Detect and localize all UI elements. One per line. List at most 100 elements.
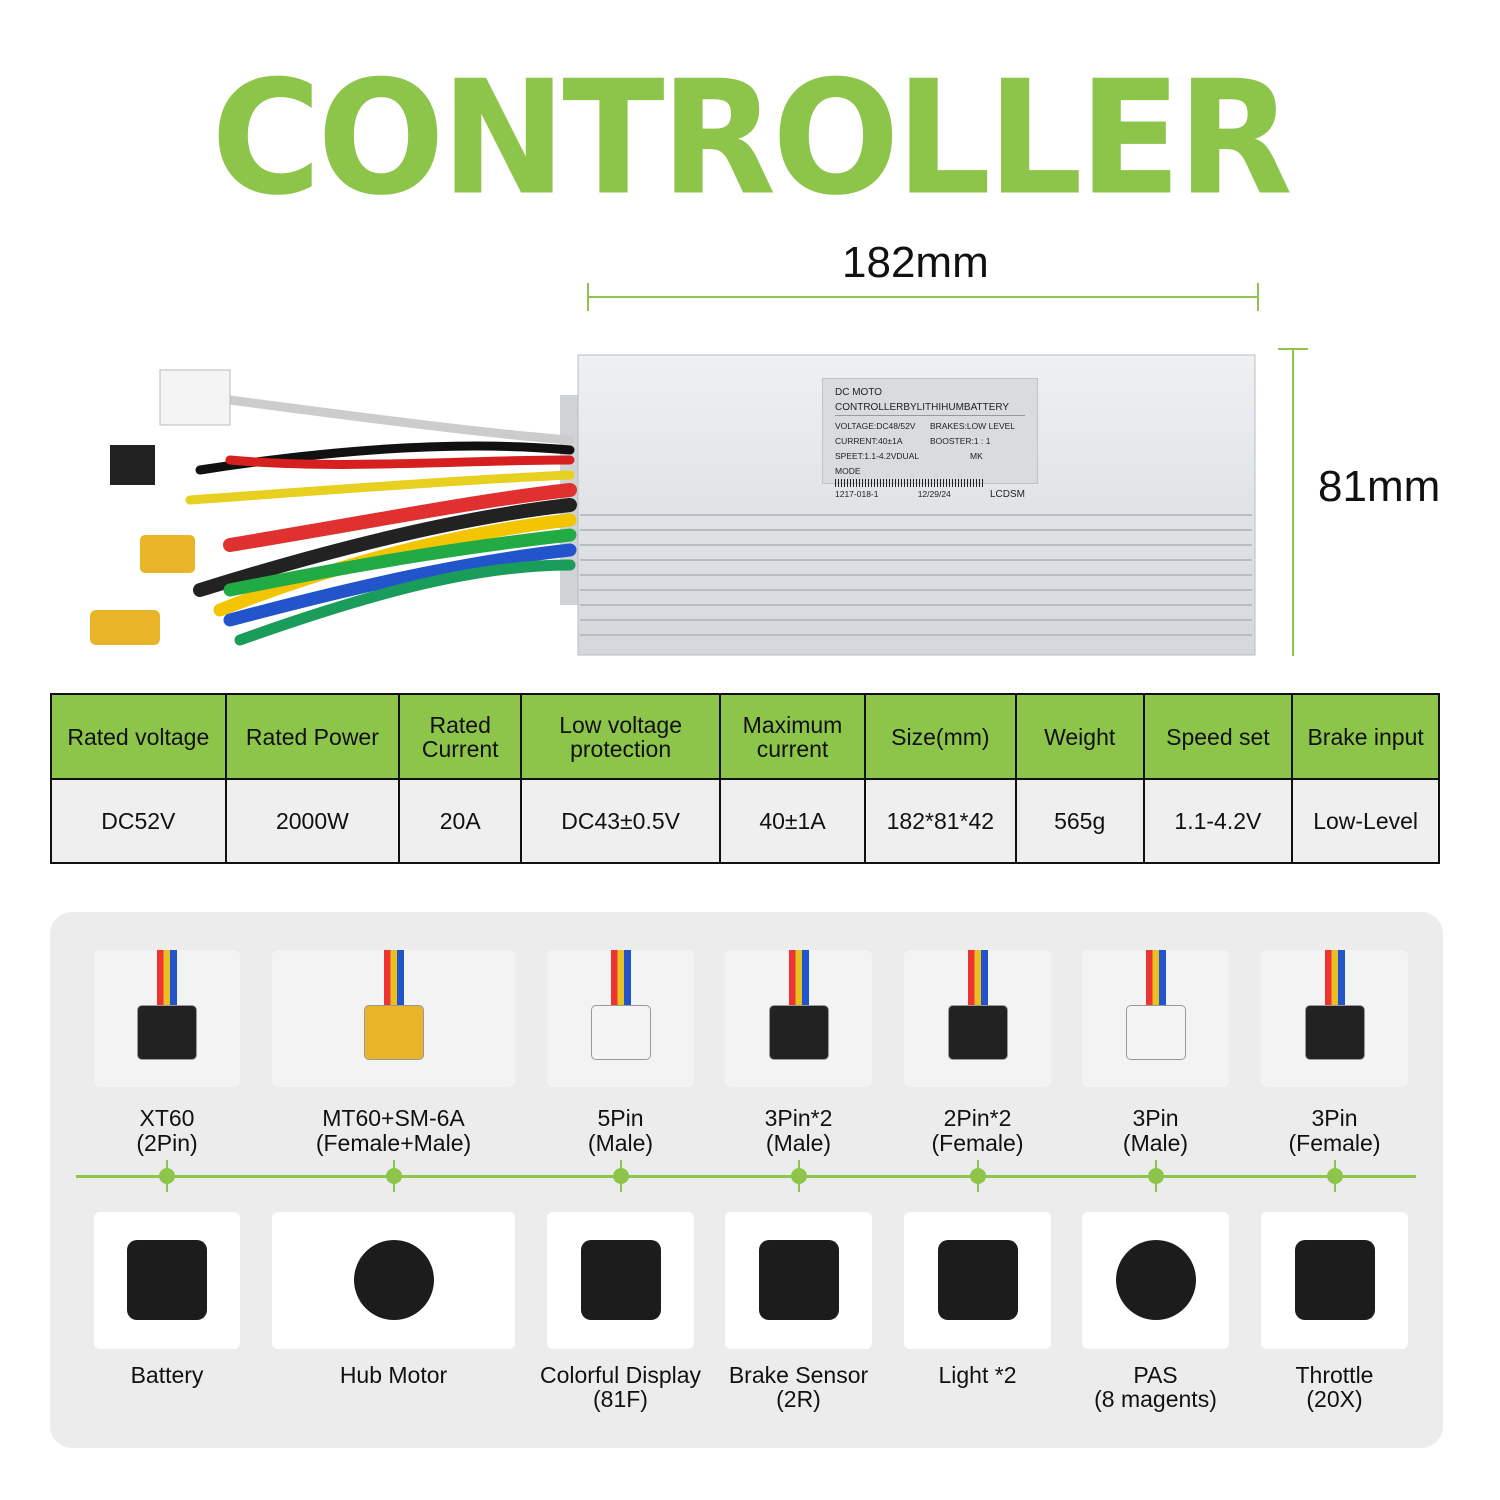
connector-type: (Male) xyxy=(765,1130,832,1156)
spec-value: 1.1-4.2V xyxy=(1142,778,1294,864)
device-image xyxy=(547,1212,694,1349)
spec-value: 565g xyxy=(1014,778,1145,864)
connector-type: (Female+Male) xyxy=(315,1130,472,1156)
spec-table: Rated voltage Rated Power Rated Current … xyxy=(50,693,1440,864)
connector-image xyxy=(904,950,1051,1087)
device-name: Hub Motor xyxy=(339,1362,448,1388)
label-serial: 1217-018-1 xyxy=(835,489,879,499)
spec-value-row: DC52V 2000W 20A DC43±0.5V 40±1A 182*81*4… xyxy=(50,778,1440,864)
connector-name: 3Pin xyxy=(1132,1105,1179,1131)
device-image xyxy=(1082,1212,1229,1349)
connector-image xyxy=(272,950,515,1087)
connector-plug-icon xyxy=(768,1005,829,1060)
controller-image xyxy=(90,354,1256,656)
spec-header-row: Rated voltage Rated Power Rated Current … xyxy=(50,693,1440,780)
device-model: (2R) xyxy=(776,1386,821,1412)
wire-icon xyxy=(967,950,988,1010)
connector-type: (2Pin) xyxy=(136,1130,198,1156)
wire-icon xyxy=(788,950,809,1010)
device-icon xyxy=(580,1240,661,1320)
connector-plug-icon xyxy=(1304,1005,1365,1060)
spec-value: 40±1A xyxy=(719,778,866,864)
connector-type: (Male) xyxy=(1122,1130,1189,1156)
label-speed: SPEET:1.1-4.2VDUAL MODE xyxy=(835,451,919,476)
label-mk: MK xyxy=(970,451,983,461)
device-image xyxy=(1261,1212,1408,1349)
connection-tick xyxy=(619,1160,622,1192)
spec-value: 20A xyxy=(398,778,523,864)
device-model: (8 magents) xyxy=(1094,1386,1217,1412)
connector-plug-icon xyxy=(137,1005,197,1060)
connector-name: 3Pin*2 xyxy=(764,1105,833,1131)
spec-header: Speed set xyxy=(1142,693,1294,780)
wire-icon xyxy=(610,950,631,1010)
spec-header: Low voltage protection xyxy=(520,693,722,780)
length-line xyxy=(587,296,1259,298)
label-voltage: VOLTAGE:DC48/52V xyxy=(835,421,916,431)
device-icon xyxy=(1115,1240,1196,1320)
device-icon xyxy=(353,1240,434,1320)
spec-header: Rated Power xyxy=(224,693,401,780)
wire-icon xyxy=(157,950,177,1010)
label-brakes: BRAKES:LOW LEVEL xyxy=(930,421,1016,431)
connector-type: (Female) xyxy=(931,1130,1024,1156)
wire-icon xyxy=(1324,950,1345,1010)
device-name: PAS xyxy=(1133,1362,1178,1388)
connector-plug-icon xyxy=(947,1005,1008,1060)
label-date: 12/29/24 xyxy=(917,489,951,499)
connection-tick xyxy=(392,1160,395,1192)
connector-name: 2Pin*2 xyxy=(943,1105,1012,1131)
device-name: Brake Sensor xyxy=(728,1362,869,1388)
device-model: (20X) xyxy=(1306,1386,1363,1412)
connector-name: XT60 xyxy=(139,1105,195,1131)
length-tick xyxy=(587,283,589,311)
label-current: CURRENT:40±1A xyxy=(835,436,903,446)
label-heading: DC MOTO CONTROLLERBYLITHIHUMBATTERY xyxy=(835,385,1025,416)
device-icon xyxy=(1294,1240,1375,1320)
device-image xyxy=(904,1212,1051,1349)
spec-header: Size(mm) xyxy=(863,693,1017,780)
connector-image xyxy=(1082,950,1229,1087)
connector-plug-icon xyxy=(1125,1005,1186,1060)
connector-name: 3Pin xyxy=(1311,1105,1358,1131)
spec-header: Rated Current xyxy=(398,693,523,780)
device-name: Throttle xyxy=(1295,1362,1374,1388)
connector-name: 5Pin xyxy=(597,1105,644,1131)
spec-value: DC52V xyxy=(50,778,227,864)
connection-line xyxy=(76,1175,1416,1178)
device-image xyxy=(725,1212,872,1349)
device-name: Colorful Display xyxy=(539,1362,702,1388)
barcode xyxy=(835,479,985,487)
connector-image xyxy=(547,950,694,1087)
height-label: 81mm xyxy=(1318,462,1441,511)
connector-type: (Male) xyxy=(587,1130,654,1156)
device-icon xyxy=(127,1240,207,1320)
spec-value: 182*81*42 xyxy=(863,778,1017,864)
connection-tick xyxy=(797,1160,800,1192)
wire-icon xyxy=(1145,950,1166,1010)
height-line xyxy=(1292,348,1294,656)
connection-tick xyxy=(976,1160,979,1192)
connector-plug-icon xyxy=(590,1005,651,1060)
spec-header: Maximum current xyxy=(719,693,866,780)
connector-type: (Female) xyxy=(1288,1130,1381,1156)
connection-tick xyxy=(1333,1160,1336,1192)
connection-tick xyxy=(166,1160,168,1192)
connector-image xyxy=(94,950,240,1087)
spec-header: Brake input xyxy=(1291,693,1440,780)
connector-image xyxy=(1261,950,1408,1087)
device-model: (81F) xyxy=(593,1386,648,1412)
device-image xyxy=(94,1212,240,1349)
spec-header: Rated voltage xyxy=(50,693,227,780)
device-icon xyxy=(937,1240,1018,1320)
spec-header: Weight xyxy=(1014,693,1145,780)
wire-icon xyxy=(383,950,404,1010)
connector-name: MT60+SM-6A xyxy=(322,1105,465,1131)
spec-value: Low-Level xyxy=(1291,778,1440,864)
product-label: DC MOTO CONTROLLERBYLITHIHUMBATTERY VOLT… xyxy=(822,378,1038,500)
device-image xyxy=(272,1212,515,1349)
label-brand: LCDSM xyxy=(989,489,1025,500)
label-booster: BOOSTER:1 : 1 xyxy=(930,436,991,446)
spec-value: DC43±0.5V xyxy=(520,778,722,864)
height-tick xyxy=(1278,348,1308,350)
